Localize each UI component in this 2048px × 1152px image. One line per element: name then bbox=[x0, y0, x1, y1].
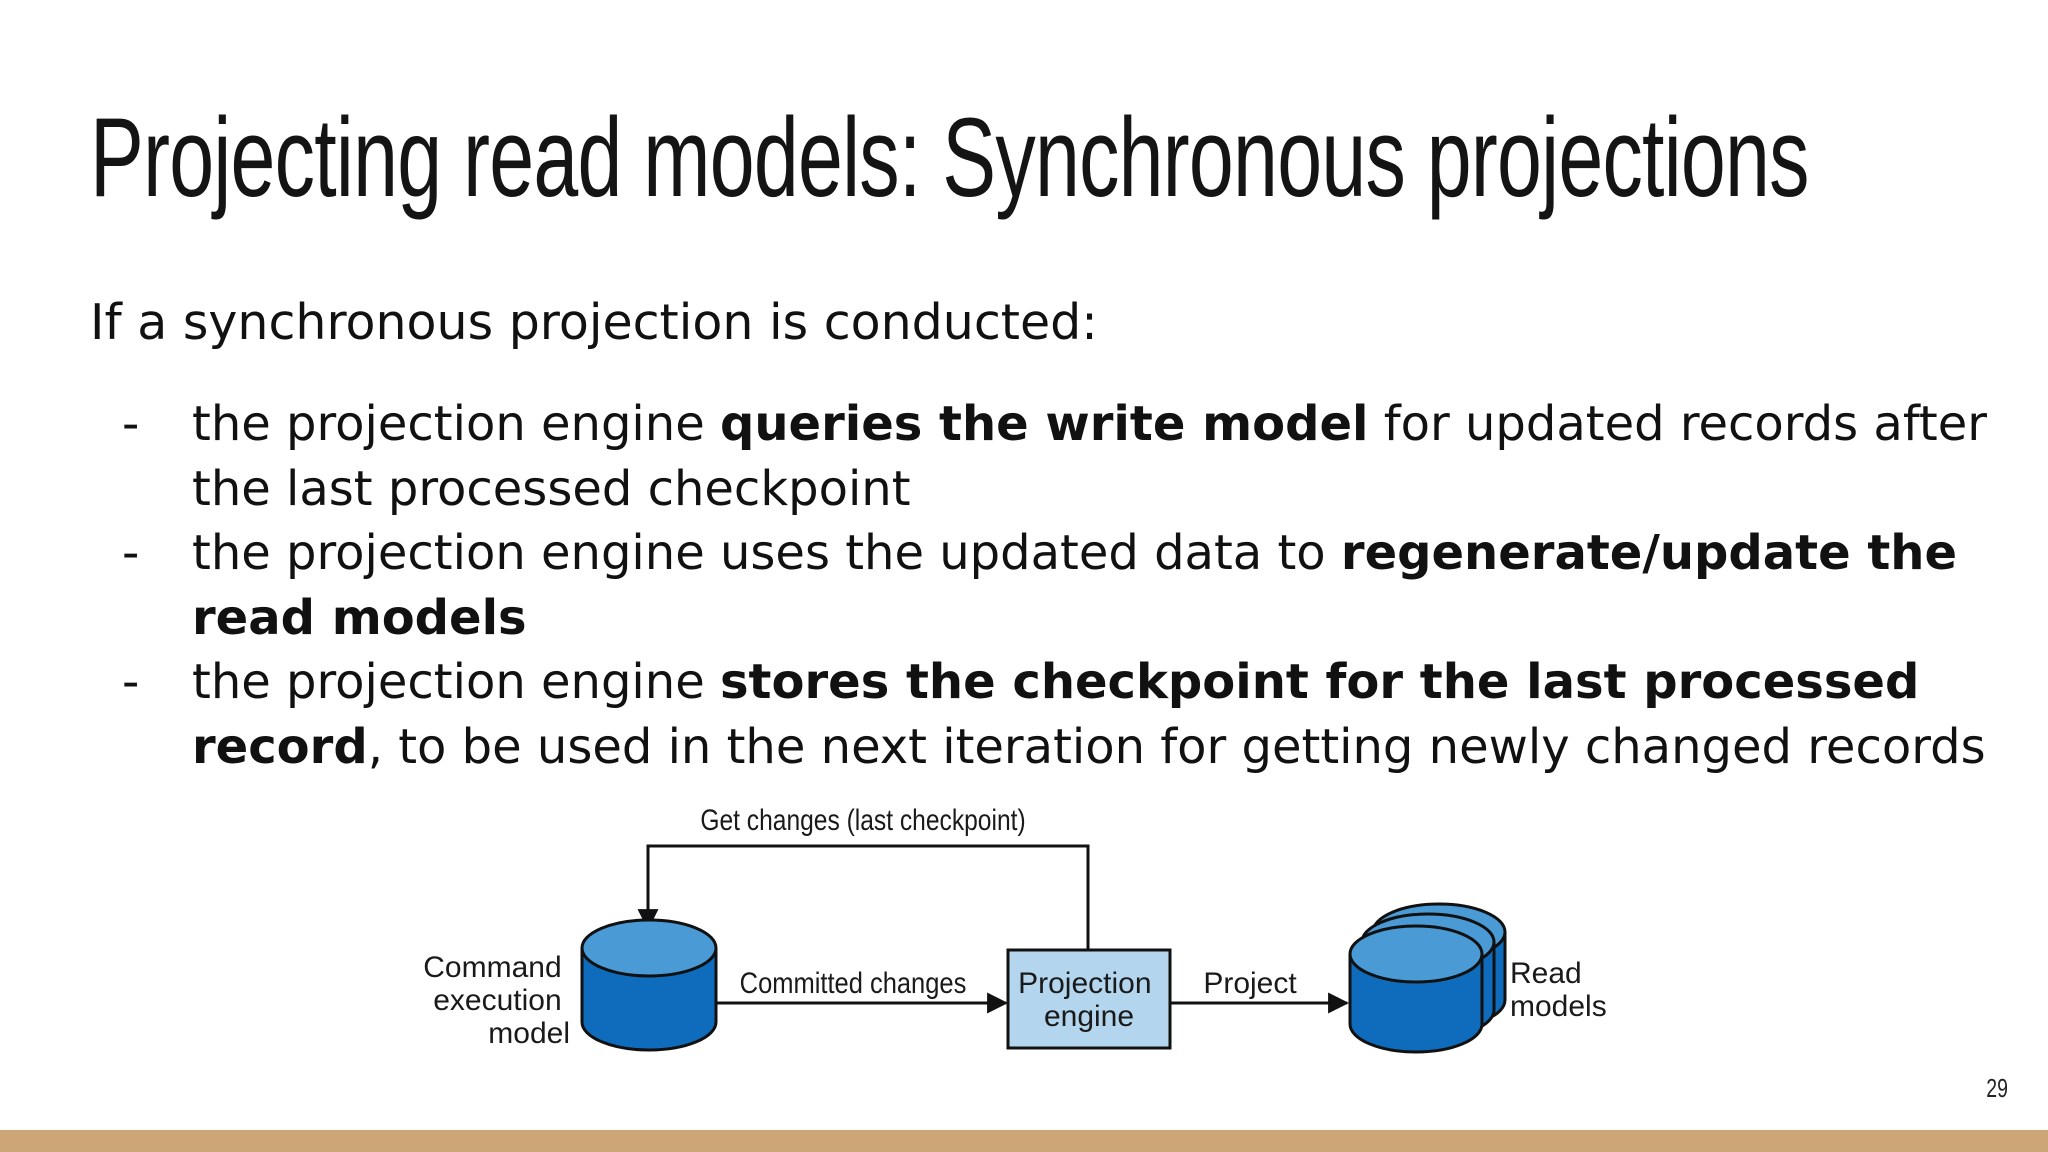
bullet-dash: - bbox=[122, 525, 140, 581]
get-changes-arrow bbox=[637, 844, 1090, 950]
bullet-text: the projection engine bbox=[192, 396, 720, 452]
command-model-label: Command execution model bbox=[423, 951, 570, 1050]
projection-engine-box bbox=[1006, 948, 1172, 1050]
bullet-item: - the projection engine stores the check… bbox=[90, 650, 2048, 779]
bullet-text: for updated records after the last proce… bbox=[192, 396, 1987, 517]
page-number: 29 bbox=[1986, 1073, 2008, 1103]
read-models-label: Read models bbox=[1510, 957, 1607, 1023]
command-model-database-icon bbox=[580, 918, 718, 1052]
bullet-text: , to be used in the next iteration for g… bbox=[367, 718, 1986, 775]
intro-text: If a synchronous projection is conducted… bbox=[90, 294, 1098, 351]
bullet-item: - the projection engine queries the writ… bbox=[90, 392, 2048, 521]
projection-engine-label: Projection engine bbox=[1018, 967, 1160, 1033]
bullet-list: - the projection engine queries the writ… bbox=[90, 392, 1990, 779]
bullet-dash: - bbox=[122, 396, 140, 452]
bullet-item: - the projection engine uses the updated… bbox=[90, 521, 2048, 650]
bullet-text: the projection engine uses the updated d… bbox=[192, 525, 1341, 581]
committed-changes-label: Committed changes bbox=[740, 966, 967, 999]
bullet-bold-text: stores the checkpoint for the last proce… bbox=[192, 654, 1920, 775]
get-changes-label: Get changes (last checkpoint) bbox=[700, 803, 1025, 837]
projection-diagram: Get changes (last checkpoint) Command ex… bbox=[423, 803, 1607, 1054]
bullet-bold-text: regenerate/update the read models bbox=[192, 525, 1958, 646]
slide-title: Projecting read models: Synchronous proj… bbox=[90, 95, 1810, 220]
footer-bar bbox=[0, 1130, 2048, 1152]
bullet-dash: - bbox=[122, 654, 140, 710]
bullet-bold-text: queries the write model bbox=[719, 396, 1369, 452]
read-models-database-icon bbox=[1348, 902, 1507, 1054]
bullet-text: the projection engine bbox=[192, 654, 720, 710]
project-label: Project bbox=[1203, 967, 1297, 1000]
